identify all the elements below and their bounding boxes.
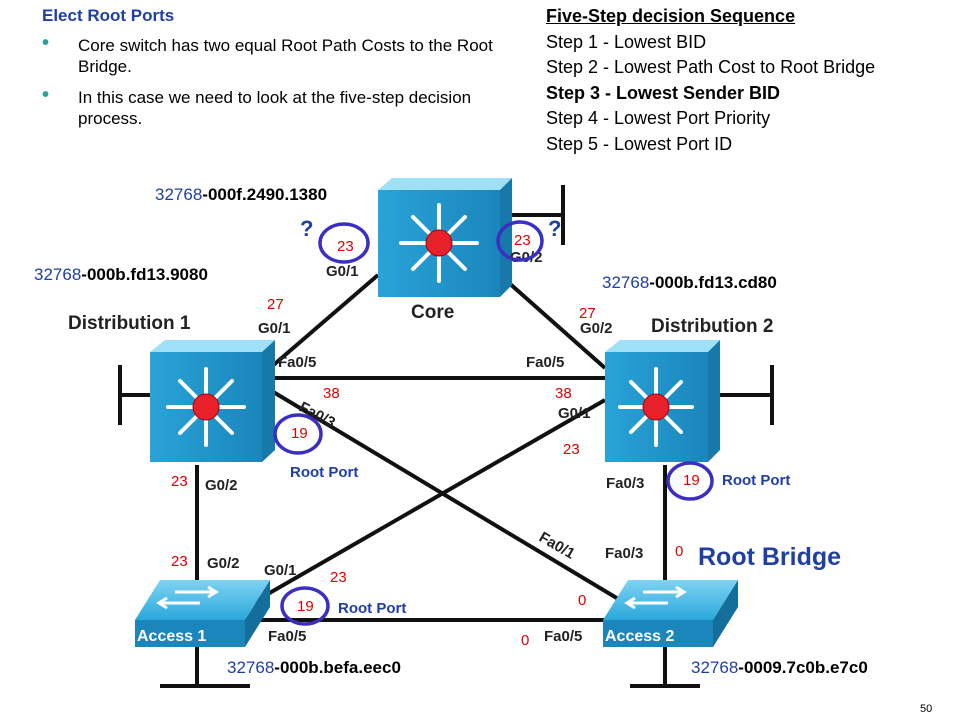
cost-a2-fa03: 0 xyxy=(675,543,684,560)
bid-distribution1: 32768-000b.fd13.9080 xyxy=(34,265,208,285)
port-d1-fa05: Fa0/5 xyxy=(278,354,316,371)
distribution2-label: Distribution 2 xyxy=(651,316,773,337)
bid-d2-mac: -000b.fd13.cd80 xyxy=(649,273,777,292)
page-number: 50 xyxy=(920,703,933,715)
bullet-item-1: • Core switch has two equal Root Path Co… xyxy=(42,32,498,77)
bullet-dot-icon: • xyxy=(42,32,50,54)
bid-access1: 32768-000b.befa.eec0 xyxy=(227,658,401,678)
decision-steps: Five-Step decision Sequence Step 1 - Low… xyxy=(546,4,875,157)
circle-a1-g01 xyxy=(280,586,330,626)
root-port-label-d1: Root Port xyxy=(290,464,359,481)
link-core-d1 xyxy=(268,273,380,370)
question-mark-right: ? xyxy=(548,216,562,241)
cost-d1-g02: 23 xyxy=(171,473,188,490)
cost-core-left: 23 xyxy=(337,238,354,255)
port-d2-fa03: Fa0/3 xyxy=(606,475,644,492)
step-3: Step 3 - Lowest Sender BID xyxy=(546,82,781,103)
bullet-item-2: • In this case we need to look at the fi… xyxy=(42,84,498,129)
bid-a2-priority: 32768 xyxy=(691,658,739,677)
distribution1-switch-icon[interactable] xyxy=(150,340,275,462)
bid-d1-priority: 32768 xyxy=(34,265,82,284)
distribution2-switch-icon[interactable] xyxy=(605,340,720,462)
port-a2-fa05: Fa0/5 xyxy=(544,628,582,645)
cost-a1-fa05-circle: 19 xyxy=(297,598,314,615)
access1-switch-icon[interactable] xyxy=(135,580,270,647)
bullet-dot-icon: • xyxy=(42,84,50,106)
root-port-label-a1: Root Port xyxy=(338,600,407,617)
access2-label: Access 2 xyxy=(605,628,674,645)
access1-label: Access 1 xyxy=(137,628,206,645)
port-d2-g01: G0/1 xyxy=(558,405,591,422)
core-label: Core xyxy=(411,302,454,323)
access2-switch-icon[interactable] xyxy=(603,580,738,647)
cost-d2-fa03: 19 xyxy=(683,472,700,489)
cost-d1-fa03: 19 xyxy=(291,425,308,442)
circle-core-g01 xyxy=(318,222,370,264)
bid-core-priority: 32768 xyxy=(155,185,203,204)
port-a2-fa03: Fa0/3 xyxy=(605,545,643,562)
cost-d2-fa05: 38 xyxy=(555,385,572,402)
port-a1-g02: G0/2 xyxy=(207,555,240,572)
step-1: Step 1 - Lowest BID xyxy=(546,31,707,52)
bid-distribution2: 32768-000b.fd13.cd80 xyxy=(602,273,777,293)
circle-core-g02 xyxy=(496,220,544,262)
port-d1-g02: G0/2 xyxy=(205,477,238,494)
link-d2-a1 xyxy=(239,398,606,612)
port-a1-fa05: Fa0/5 xyxy=(268,628,306,645)
cost-a2-fa01: 0 xyxy=(578,592,587,609)
link-core-d2 xyxy=(498,273,607,370)
circle-d2-fa03 xyxy=(666,461,714,501)
bid-d2-priority: 32768 xyxy=(602,273,650,292)
cost-d1-top: 27 xyxy=(267,296,284,313)
root-port-label-d2: Root Port xyxy=(722,472,791,489)
port-core-g01: G0/1 xyxy=(326,263,359,280)
root-bridge-label: Root Bridge xyxy=(698,543,842,571)
distribution1-label: Distribution 1 xyxy=(68,313,191,334)
bid-a1-priority: 32768 xyxy=(227,658,275,677)
port-d2-fa05: Fa0/5 xyxy=(526,354,564,371)
circle-d1-fa03 xyxy=(273,413,323,455)
port-d1-g01: G0/1 xyxy=(258,320,291,337)
step-5: Step 5 - Lowest Port ID xyxy=(546,133,733,154)
port-a2-fa01: Fa0/1 xyxy=(536,529,578,563)
steps-header: Five-Step decision Sequence xyxy=(546,6,796,26)
question-mark-left: ? xyxy=(300,216,314,241)
port-a1-g01: G0/1 xyxy=(264,562,297,579)
highlight-circles xyxy=(273,220,714,626)
cost-a1-g02: 23 xyxy=(171,553,188,570)
port-d2-g02: G0/2 xyxy=(580,320,613,337)
core-switch-icon[interactable] xyxy=(378,178,512,297)
cost-d2-top: 27 xyxy=(579,305,596,322)
link-d1-a2 xyxy=(268,388,622,602)
bid-a1-mac: -000b.befa.eec0 xyxy=(274,658,401,677)
bid-core-mac: -000f.2490.1380 xyxy=(202,185,328,204)
links xyxy=(118,185,774,688)
bid-a2-mac: -0009.7c0b.e7c0 xyxy=(738,658,868,677)
cost-d2-g01: 23 xyxy=(563,441,580,458)
cost-a2-fa05: 0 xyxy=(521,632,530,649)
slide-title: Elect Root Ports xyxy=(42,6,175,25)
step-2: Step 2 - Lowest Path Cost to Root Bridge xyxy=(546,57,876,77)
cost-core-right: 23 xyxy=(514,232,531,249)
bullet-text: Core switch has two equal Root Path Cost… xyxy=(78,36,493,76)
bid-d1-mac: -000b.fd13.9080 xyxy=(81,265,208,284)
cost-a1-g01: 23 xyxy=(330,569,347,586)
bid-access2: 32768-0009.7c0b.e7c0 xyxy=(691,658,868,678)
cost-d1-fa05: 38 xyxy=(323,385,340,402)
bullet-text: In this case we need to look at the five… xyxy=(78,88,472,128)
bid-core: 32768-000f.2490.1380 xyxy=(155,185,327,205)
step-4: Step 4 - Lowest Port Priority xyxy=(546,108,771,128)
